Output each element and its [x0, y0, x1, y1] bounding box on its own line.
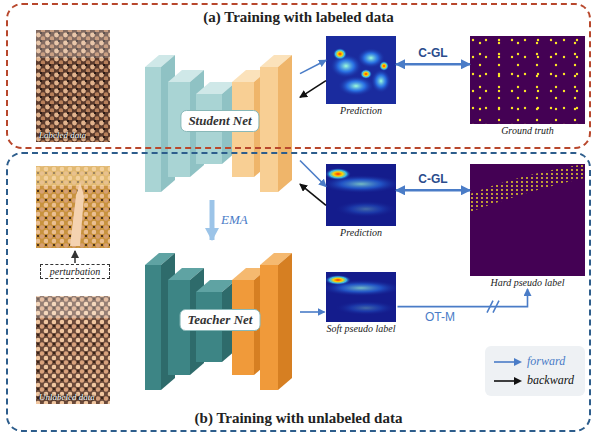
connector: [300, 161, 326, 187]
soft-label-heatmap: [321, 272, 401, 322]
caption-text: Labeled data: [39, 130, 86, 140]
ground-truth-map: [470, 36, 585, 124]
connector-label: C-GL: [418, 172, 447, 186]
labeled-photo: [36, 30, 110, 142]
connector: [396, 189, 470, 192]
soft-label-heatmap: [326, 272, 396, 322]
prediction-heatmap: [326, 36, 396, 104]
unlabeled-photo: [36, 296, 110, 318]
density-card: Ground truth: [470, 36, 585, 137]
labeled-photo: [36, 30, 110, 142]
soft-label-heatmap: [336, 301, 396, 315]
unlabeled-photo: [36, 296, 110, 404]
prediction-heatmap: [333, 48, 347, 60]
perturbed-photo: [36, 166, 110, 186]
student-network: [145, 55, 292, 192]
connector: [300, 184, 326, 205]
teacher-network: [260, 265, 278, 390]
network-block: Student Net: [140, 42, 300, 200]
perturbed-photo: [36, 166, 110, 248]
perturbed-photo: [36, 166, 110, 248]
hard-label-map: [470, 164, 585, 276]
prediction-heatmap: [326, 36, 396, 104]
hard-label-map: [470, 164, 585, 276]
caption-text: Soft pseudo label: [327, 323, 396, 334]
caption-text: Prediction: [340, 105, 382, 116]
ground-truth-map: [470, 36, 585, 124]
perturbation-box: perturbation: [40, 264, 110, 279]
unlabeled-photo: [36, 296, 110, 404]
teacher-network: [145, 265, 161, 390]
prediction-heatmap: [321, 164, 401, 226]
connector: [300, 81, 326, 98]
connector: [300, 60, 326, 73]
prediction-heatmap: [379, 61, 389, 71]
student-network: [260, 67, 278, 192]
prediction-heatmap: [360, 69, 372, 79]
connector: [396, 63, 470, 66]
legend-row: backward: [485, 373, 585, 389]
soft-label-heatmap: [325, 275, 351, 285]
connector-label: OT-M: [425, 310, 455, 324]
connector: [398, 289, 528, 307]
image-card: Unlabeled data: [36, 296, 110, 404]
perturbed-photo: [70, 182, 84, 246]
network-label: Teacher Net: [180, 309, 261, 331]
network-block: Teacher Net: [140, 240, 300, 400]
legend-text: backward: [527, 373, 574, 388]
prediction-heatmap: [325, 168, 351, 180]
perturbed-photo: [36, 166, 110, 248]
prediction-heatmap: [336, 201, 396, 217]
teacher-network: [278, 253, 292, 390]
student-network: [278, 55, 292, 192]
student-network: [145, 67, 161, 192]
heatmap-card: Prediction: [326, 164, 396, 239]
legend-line: [494, 380, 515, 382]
network-label: Student Net: [180, 110, 259, 132]
caption-text: Ground truth: [501, 125, 554, 136]
caption-text: Hard pseudo label: [490, 277, 564, 288]
image-card: Labeled data: [36, 30, 110, 142]
ground-truth-map: [470, 36, 585, 124]
perturbation-arrow: [74, 251, 76, 263]
prediction-heatmap: [338, 76, 374, 96]
caption-text: Unlabeled data: [39, 392, 95, 402]
connector-label: EMA: [221, 212, 248, 228]
connector: [210, 200, 215, 240]
stop-gradient-mark: [493, 301, 499, 313]
legend-arrowhead: [514, 358, 522, 366]
prediction-heatmap: [326, 164, 396, 226]
legend-row: forward: [485, 354, 585, 370]
legend-arrowhead: [514, 377, 522, 385]
teacher-network: [145, 253, 292, 390]
caption-text: perturbation: [41, 265, 109, 278]
hard-label-map: [470, 164, 585, 212]
stop-gradient-mark: [487, 301, 493, 313]
legend-text: forward: [527, 354, 565, 369]
labeled-photo: [36, 30, 110, 142]
prediction-heatmap: [371, 69, 391, 93]
legend-sample: [493, 376, 523, 386]
connector: [300, 311, 325, 313]
panel: (a) Training with labeled dataLabeled da…: [6, 3, 591, 149]
heatmap-card: Soft pseudo label: [325, 272, 398, 335]
panel-title: (b) Training with unlabeled data: [191, 410, 407, 427]
caption-text: Prediction: [340, 227, 382, 238]
density-card: Hard pseudo label: [470, 164, 585, 289]
labeled-photo: [36, 30, 110, 58]
legend-sample: [493, 357, 523, 367]
panel-title: (a) Training with labeled data: [199, 9, 397, 26]
heatmap-card: Prediction: [326, 36, 396, 117]
legend-box: forward backward: [485, 346, 585, 396]
legend-line: [494, 361, 515, 363]
connector-label: C-GL: [418, 46, 447, 60]
ground-truth-map: [470, 36, 585, 124]
unlabeled-photo: [36, 296, 110, 404]
